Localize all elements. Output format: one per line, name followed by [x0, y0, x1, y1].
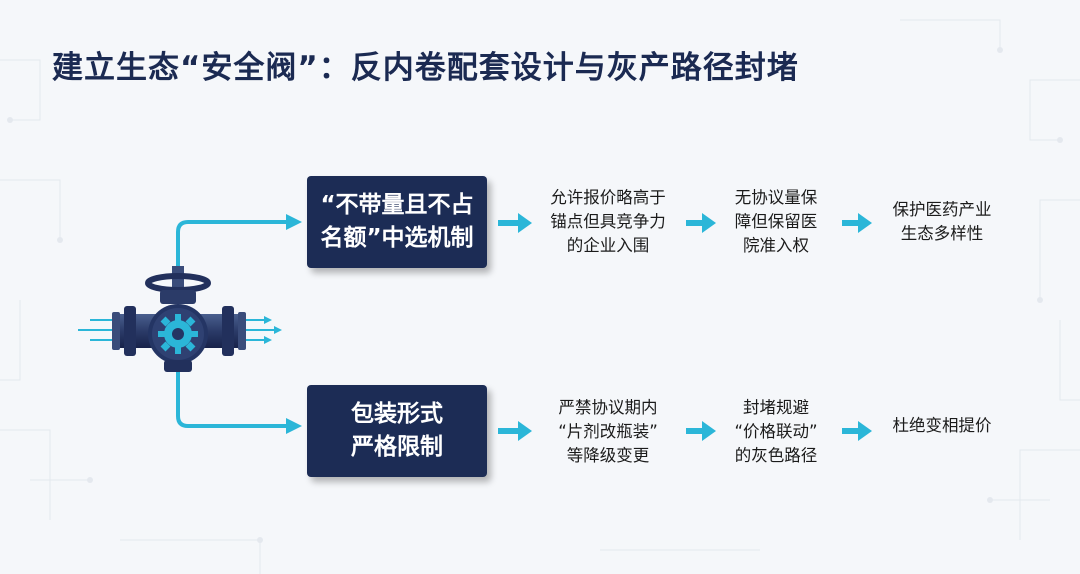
arrow-right-icon — [286, 214, 302, 230]
arrow-right-icon — [286, 418, 302, 434]
box-line: 包装形式 — [351, 401, 443, 427]
step-text: 封堵规避 “价格联动” 的灰色路径 — [734, 398, 818, 465]
arrow-right-icon — [498, 213, 532, 233]
packaging-restriction-box: 包装形式 严格限制 — [307, 385, 487, 477]
arrow-right-icon — [686, 421, 716, 441]
step-arrows — [498, 213, 872, 441]
step-text: 严禁协议期内 “片剂改瓶装” 等降级变更 — [558, 398, 658, 465]
arrow-right-icon — [686, 213, 716, 233]
fallback-selection-box: “不带量且不占 名额”中选机制 — [307, 176, 487, 268]
page-title: 建立生态“安全阀”：反内卷配套设计与灰产路径封堵 — [52, 50, 799, 86]
box-line: 名额”中选机制 — [320, 225, 474, 251]
box-line: “不带量且不占 — [320, 192, 474, 218]
step-text: 杜绝变相提价 — [892, 416, 992, 435]
branch-connectors — [176, 220, 294, 428]
arrow-right-icon — [842, 421, 872, 441]
box-line: 严格限制 — [351, 434, 443, 460]
arrow-right-icon — [842, 213, 872, 233]
step-text: 无协议量保 障但保留医 院准入权 — [734, 188, 818, 255]
step-text: 允许报价略高于 锚点但具竞争力 的企业入围 — [550, 188, 666, 255]
arrow-right-icon — [498, 421, 532, 441]
step-text: 保护医药产业 生态多样性 — [892, 200, 992, 243]
valve-gear-icon — [78, 266, 282, 372]
